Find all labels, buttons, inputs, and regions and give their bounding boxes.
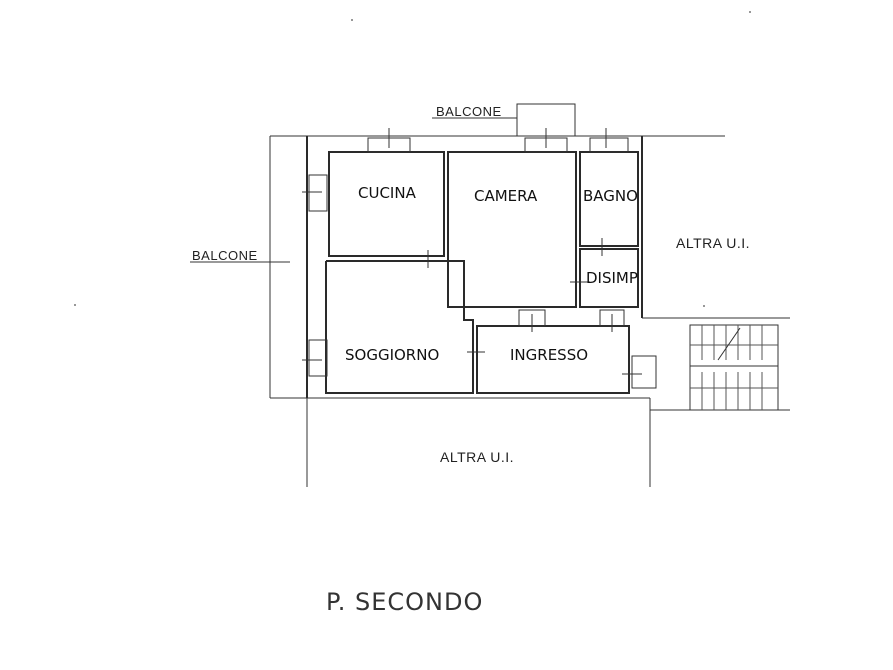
floor-title: P. SECONDO: [326, 588, 483, 616]
scan-specks: [74, 11, 751, 307]
room-soggiorno: [325, 260, 474, 394]
label-altra-right: ALTRA U.I.: [676, 235, 750, 251]
label-camera: CAMERA: [474, 187, 538, 205]
label-balcone-left: BALCONE: [192, 248, 258, 263]
label-soggiorno: SOGGIORNO: [345, 346, 439, 364]
outer-walls: [269, 135, 790, 487]
openings: [302, 128, 657, 389]
room-ingresso: [476, 325, 630, 394]
label-disimp: DISIMP: [586, 269, 638, 287]
stairwell: [689, 324, 779, 411]
label-altra-bottom: ALTRA U.I.: [440, 449, 514, 465]
label-bagno: BAGNO: [583, 187, 638, 205]
room-camera: [447, 151, 577, 308]
room-cucina: [328, 151, 445, 257]
label-balcone-top: BALCONE: [436, 104, 502, 119]
label-ingresso: INGRESSO: [510, 346, 588, 364]
label-cucina: CUCINA: [358, 184, 417, 202]
room-disimp: [579, 248, 639, 308]
